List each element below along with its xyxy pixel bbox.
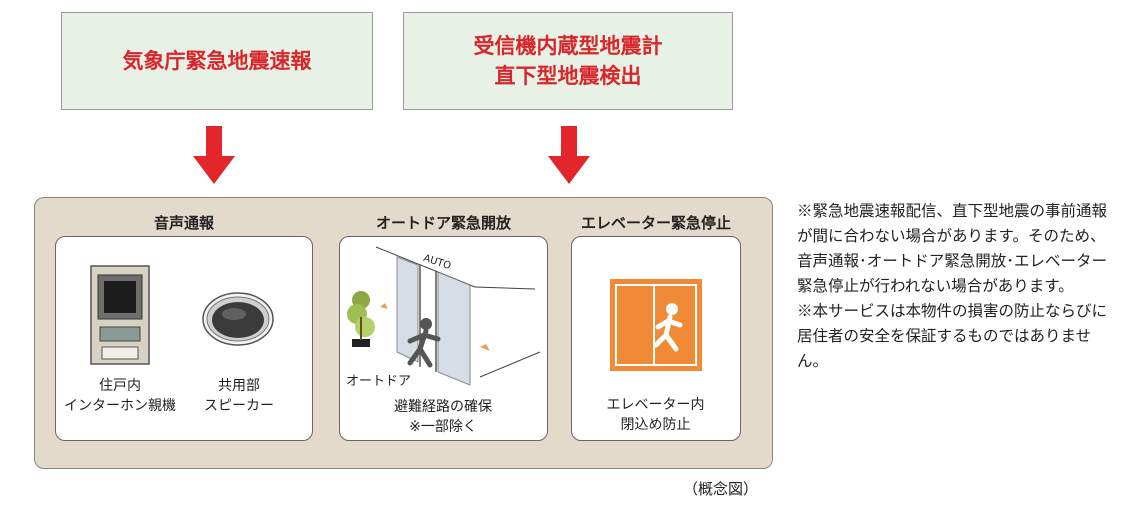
receiver-seismometer-label: 受信機内蔵型地震計 [473,34,663,58]
elevator-stop-title: エレベーター緊急停止 [580,214,731,232]
audio-notification-title: 音声通報 [153,214,214,232]
down-arrow-icon [193,126,235,184]
jma-earthquake-warning-label: 気象庁緊急地震速報 [122,49,312,73]
autodoor-caption: 避難経路の確保 ※一部除く [394,399,492,435]
concept-diagram-label: （概念図） [683,480,759,498]
intercom-icon [90,265,150,365]
elevator-exit-icon [610,279,702,371]
elevator-caption: エレベーター内 閉込め防止 [606,397,705,433]
autodoor-card: AUTO オートドア 避難経路の確保 ※一部除く [339,236,548,441]
elevator-card: エレベーター内 閉込め防止 [571,236,741,441]
down-arrow-icon [548,126,590,184]
jma-earthquake-warning-box: 気象庁緊急地震速報 [61,12,373,110]
autodoor-illustration [347,246,541,386]
intercom-caption: 住戸内 インターホン親機 [64,378,176,414]
disclaimer-notes: ※緊急地震速報配信、直下型地震の事前通報が間に合わない場合があります。そのため、… [797,199,1115,374]
receiver-seismometer-box: 受信機内蔵型地震計 直下型地震検出 [403,12,733,110]
disclaimer-note-1: ※緊急地震速報配信、直下型地震の事前通報が間に合わない場合があります。そのため、… [797,202,1108,295]
disclaimer-note-2: ※本サービスは本物件の損害の防止ならびに居住者の安全を保証するものではありません… [797,302,1108,370]
autodoor-label: オートドア [346,374,412,389]
direct-quake-detection-label: 直下型地震検出 [494,64,642,88]
speaker-caption: 共用部 スピーカー [204,378,274,414]
audio-notification-card: 住戸内 インターホン親機 共用部 スピーカー [55,236,313,441]
speaker-icon [202,292,274,346]
autodoor-release-title: オートドア緊急開放 [375,214,511,232]
